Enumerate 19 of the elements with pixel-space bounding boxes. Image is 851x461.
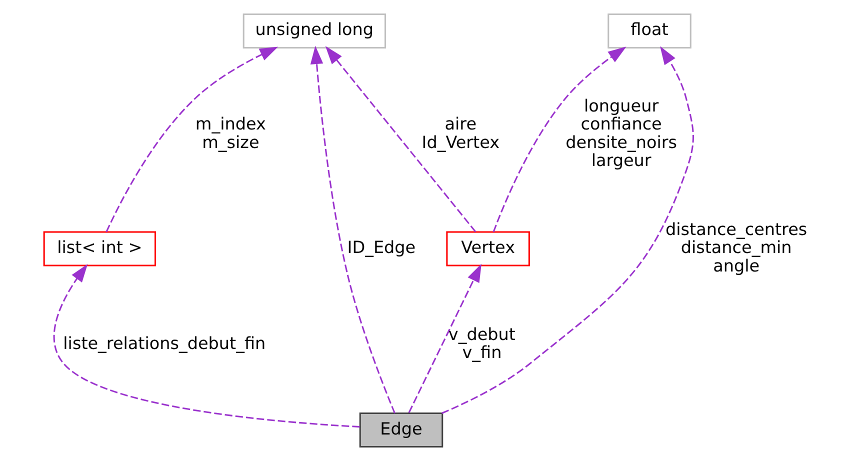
arrow (492, 46, 626, 232)
edge-label: distance_centres distance_min angle (665, 218, 807, 276)
node-box: Edge (358, 412, 443, 448)
node-box: unsigned long (242, 13, 386, 48)
node-box: float (607, 13, 691, 48)
arrow (105, 46, 278, 232)
edge-label: aire Id_Vertex (421, 114, 500, 152)
edge-label: liste_relations_debut_fin (62, 332, 266, 353)
edge-label: v_debut v_fin (448, 324, 515, 362)
arrow (310, 46, 395, 414)
edge-label: m_index m_size (194, 114, 266, 152)
arrow (440, 46, 694, 414)
edge-label: ID_Edge (346, 237, 416, 258)
arrow (52, 264, 360, 428)
node-box: Vertex (446, 231, 530, 266)
edge-label: longueur confiance densite_noirs largeur (565, 95, 676, 170)
node-box: list< int > (42, 231, 156, 266)
arrow (408, 264, 481, 414)
arrow (324, 46, 476, 232)
